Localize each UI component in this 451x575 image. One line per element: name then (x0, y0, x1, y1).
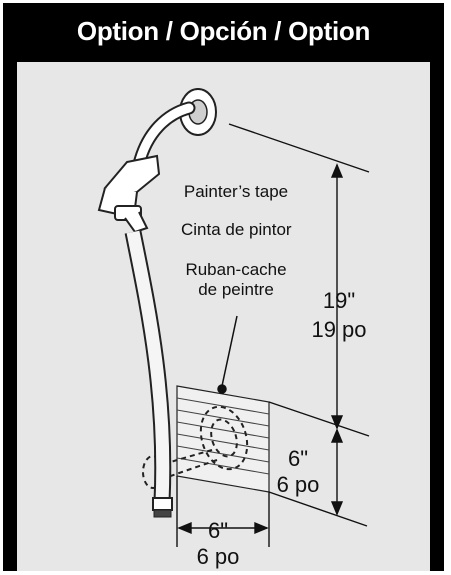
dim-bottom-inches: 6" (207, 518, 229, 543)
installation-diagram (97, 88, 370, 547)
dim-vertical-inches: 19" (322, 288, 356, 313)
dim-right-inches: 6" (287, 446, 309, 471)
header-bar: Option / Opción / Option (3, 3, 444, 60)
label-painters-tape-fr-1: Ruban-cache (185, 260, 287, 279)
illustration-panel: Painter’s tape Cinta de pintor Ruban-cac… (17, 62, 430, 571)
dimension-lines (176, 123, 370, 547)
label-painters-tape-es: Cinta de pintor (181, 220, 292, 239)
label-painters-tape-fr-2: de peintre (198, 280, 274, 299)
shower-hose (124, 230, 173, 518)
dim-vertical-po: 19 po (311, 317, 367, 342)
header-title: Option / Opción / Option (76, 16, 371, 46)
hand-shower-holder (97, 154, 161, 234)
tape-leader (217, 315, 238, 394)
tape-stripes (176, 397, 270, 475)
dim-right-po: 6 po (276, 472, 320, 497)
shower-arm-flange (132, 88, 217, 171)
label-painters-tape-en: Painter’s tape (183, 182, 289, 201)
option-frame: Option / Opción / Option (3, 3, 444, 571)
dim-bottom-po: 6 po (196, 544, 240, 569)
painters-tape-area (176, 385, 270, 493)
